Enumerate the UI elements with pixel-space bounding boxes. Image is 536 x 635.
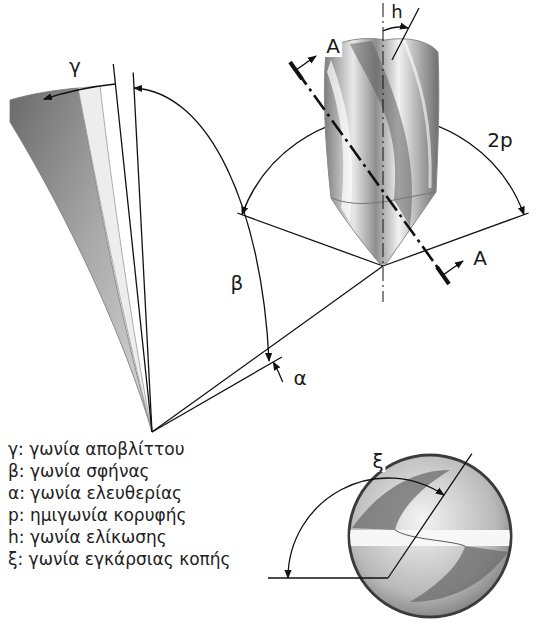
legend-text: ξ: γωνία εγκάρσιας κοπής [8,550,231,569]
drill-land [404,40,430,188]
wedge-angle-dimensions [44,64,383,432]
chisel-web [348,530,512,546]
chisel-edge-line [388,454,472,578]
legend-text: γ: γωνία αποβλίττου [8,440,185,459]
angle-arc [288,478,444,578]
section-end [290,62,302,79]
cutting-direction-line [152,266,383,432]
section-marker: A [324,35,342,57]
center-line [383,3,384,302]
drill-flute [327,60,352,222]
section-marker: A [471,247,489,269]
reference-line [133,73,152,433]
angle-arc [44,84,116,99]
view-arrow [443,261,463,275]
legend-text: h: γωνία ελίκωσης [8,528,167,547]
rake-face [78,86,152,432]
wedge-body [10,88,152,432]
legend-text: β: γωνία σφήνας [8,462,150,481]
drill-outline [324,38,438,264]
angle-arc [134,88,269,361]
chisel-angle-dimension [268,454,472,578]
flute-section [410,546,508,602]
angle-symbol: γ [67,55,83,77]
angle-symbol: β [229,272,246,294]
drill-body [324,38,438,264]
legend-text: p: ημιγωνία κορυφής [8,506,186,525]
chisel-edge [395,530,465,546]
reference-line [113,64,152,432]
flank-line [152,357,282,432]
angle-symbol: ξ [370,450,385,472]
angle-symbol: h [389,2,404,22]
angle-arc [383,27,408,31]
angle-arc [273,362,283,382]
legend-text: α: γωνία ελευθερίας [8,484,182,503]
view-arrow [296,56,316,70]
angle-symbol: 2p [485,129,514,151]
section-cut-line [296,70,443,275]
angle-symbol: α [291,367,308,389]
reference-line [268,577,388,578]
cutting-wedge [10,86,152,432]
section-end [437,267,449,284]
section-line [290,56,463,284]
